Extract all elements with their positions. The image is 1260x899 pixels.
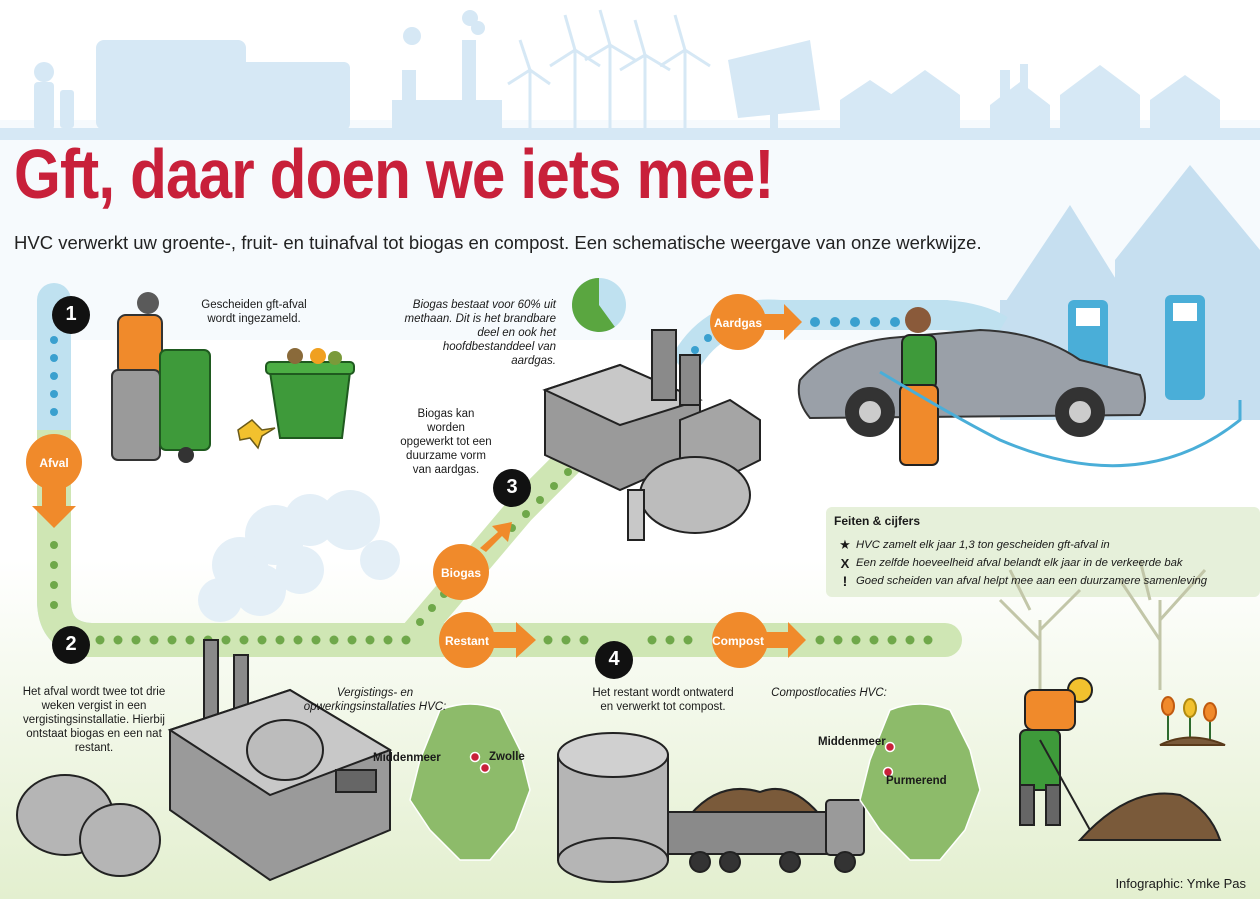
compost-truck-illustration [667,787,865,873]
map-city-middenmeer-1: Middenmeer [373,752,441,764]
step-4-text: Het restant wordt ontwaterd en verwerkt … [592,687,734,713]
step-number-circles [52,296,633,679]
step-2-text: Het afval wordt twee tot drie weken verg… [22,686,166,754]
fact-text: HVC zamelt elk jaar 1,3 ton gescheiden g… [856,539,1110,551]
x-icon: X [840,555,850,571]
exclamation-icon: ! [842,573,848,589]
banana-peel-icon [237,419,276,450]
fermentation-plant-illustration [167,639,393,882]
pie-slice-methane [571,278,615,332]
skyline-silhouette [0,10,1260,140]
step-4-number: 4 [608,648,620,670]
credit: Infographic: Ymke Pas [1115,876,1246,891]
orange-flow-markers [26,294,806,668]
step-3-number: 3 [506,476,518,498]
step-1-text: Gescheiden gft-afval wordt ingezameld. [201,299,307,325]
trees-illustration [998,559,1207,690]
woman-refueling-illustration [879,307,1242,468]
step-3-text: Biogas kan worden opgewerkt tot een duur… [400,408,492,476]
gft-bin-icon [265,348,355,439]
flow-label-afval: Afval [39,456,69,470]
flow-label-biogas: Biogas [440,566,481,580]
waste-collector-illustration [111,292,211,463]
gardener-illustration [1019,677,1222,841]
map-caption-vergisting: Vergistings- en opwerkingsinstallaties H… [303,687,447,713]
flow-label-aardgas: Aardgas [713,316,763,330]
upgrading-plant-illustration [542,329,761,541]
map-caption-compost: Compostlocaties HVC: [771,687,887,699]
methane-pie-chart [571,278,626,332]
fact-item: ! Goed scheiden van afval helpt mee aan … [834,572,1207,590]
page-subtitle: HVC verwerkt uw groente-, fruit- en tuin… [14,232,982,253]
wind-turbines [507,9,711,130]
map-city-purmerend: Purmerend [886,775,947,787]
map-city-zwolle: Zwolle [489,751,525,763]
biogas-note: Biogas bestaat voor 60% uit methaan. Dit… [404,299,556,367]
tulips-illustration [1159,696,1226,746]
map-netherlands-vergisting [409,703,531,861]
fact-item: ★ HVC zamelt elk jaar 1,3 ton gescheiden… [834,536,1207,554]
map-city-middenmeer-2: Middenmeer [818,736,886,748]
flow-dots-blue [50,317,900,416]
step-2-number: 2 [65,633,77,655]
smoke-clouds [198,490,400,622]
step-1-number: 1 [65,303,77,325]
star-icon: ★ [839,537,851,552]
page-title: Gft, daar doen we iets mee! [14,135,774,213]
fact-text: Goed scheiden van afval helpt mee aan ee… [856,575,1208,587]
facts-box [826,507,1260,597]
flow-label-compost: Compost [712,634,764,648]
flow-dots [50,454,933,645]
flow-label-restant: Restant [444,634,489,648]
fact-text: Een zelfde hoeveelheid afval belandt elk… [856,557,1183,569]
map-city-markers [469,741,896,778]
car-illustration [797,328,1146,437]
facts-title: Feiten & cijfers [834,514,921,528]
storage-tanks-illustration [16,774,161,877]
fact-item: X Een zelfde hoeveelheid afval belandt e… [834,554,1207,572]
compost-silo-illustration [557,732,669,883]
facts-list: ★ HVC zamelt elk jaar 1,3 ton gescheiden… [834,536,1207,590]
